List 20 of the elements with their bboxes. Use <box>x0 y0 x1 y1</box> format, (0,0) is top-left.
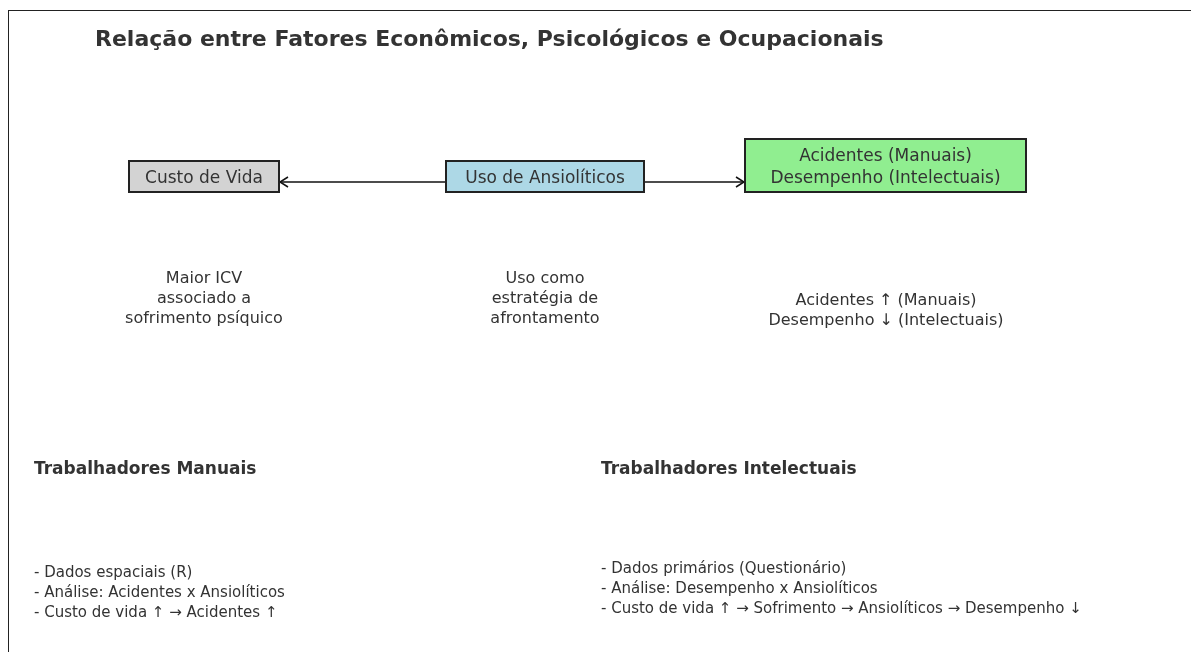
process-box <box>744 138 1027 193</box>
arrow <box>279 176 446 188</box>
section-heading: Trabalhadores Intelectuais <box>601 457 857 480</box>
section-heading: Trabalhadores Manuais <box>34 457 257 480</box>
box-label: Uso de Ansiolíticos <box>464 165 626 188</box>
bullet-text: - Análise: Desempenho x Ansiolíticos <box>601 578 878 599</box>
bullet-text: - Custo de vida ↑ → Acidentes ↑ <box>34 602 278 623</box>
process-box <box>445 160 645 193</box>
annotation-text: Acidentes ↑ (Manuais) Desempenho ↓ (Intelectuais) <box>767 290 1005 330</box>
process-box <box>128 160 280 193</box>
diagram-title: Relação entre Fatores Econômicos, Psicológicos e Ocupacionais <box>95 25 884 53</box>
bullet-text: - Dados primários (Questionário) <box>601 558 847 579</box>
box-label: Custo de Vida <box>144 165 264 188</box>
annotation-text: Uso como estratégia de afrontamento <box>489 268 601 328</box>
annotation-text: Maior ICV associado a sofrimento psíquico <box>124 268 284 328</box>
bullet-text: - Dados espaciais (R) <box>34 562 193 583</box>
bullet-text: - Análise: Acidentes x Ansiolíticos <box>34 582 285 603</box>
bullet-text: - Custo de vida ↑ → Sofrimento → Ansiolíticos → Desempenho ↓ <box>601 598 1082 619</box>
arrow <box>644 176 745 188</box>
box-label: Acidentes (Manuais) Desempenho (Intelectuais) <box>769 143 1002 188</box>
